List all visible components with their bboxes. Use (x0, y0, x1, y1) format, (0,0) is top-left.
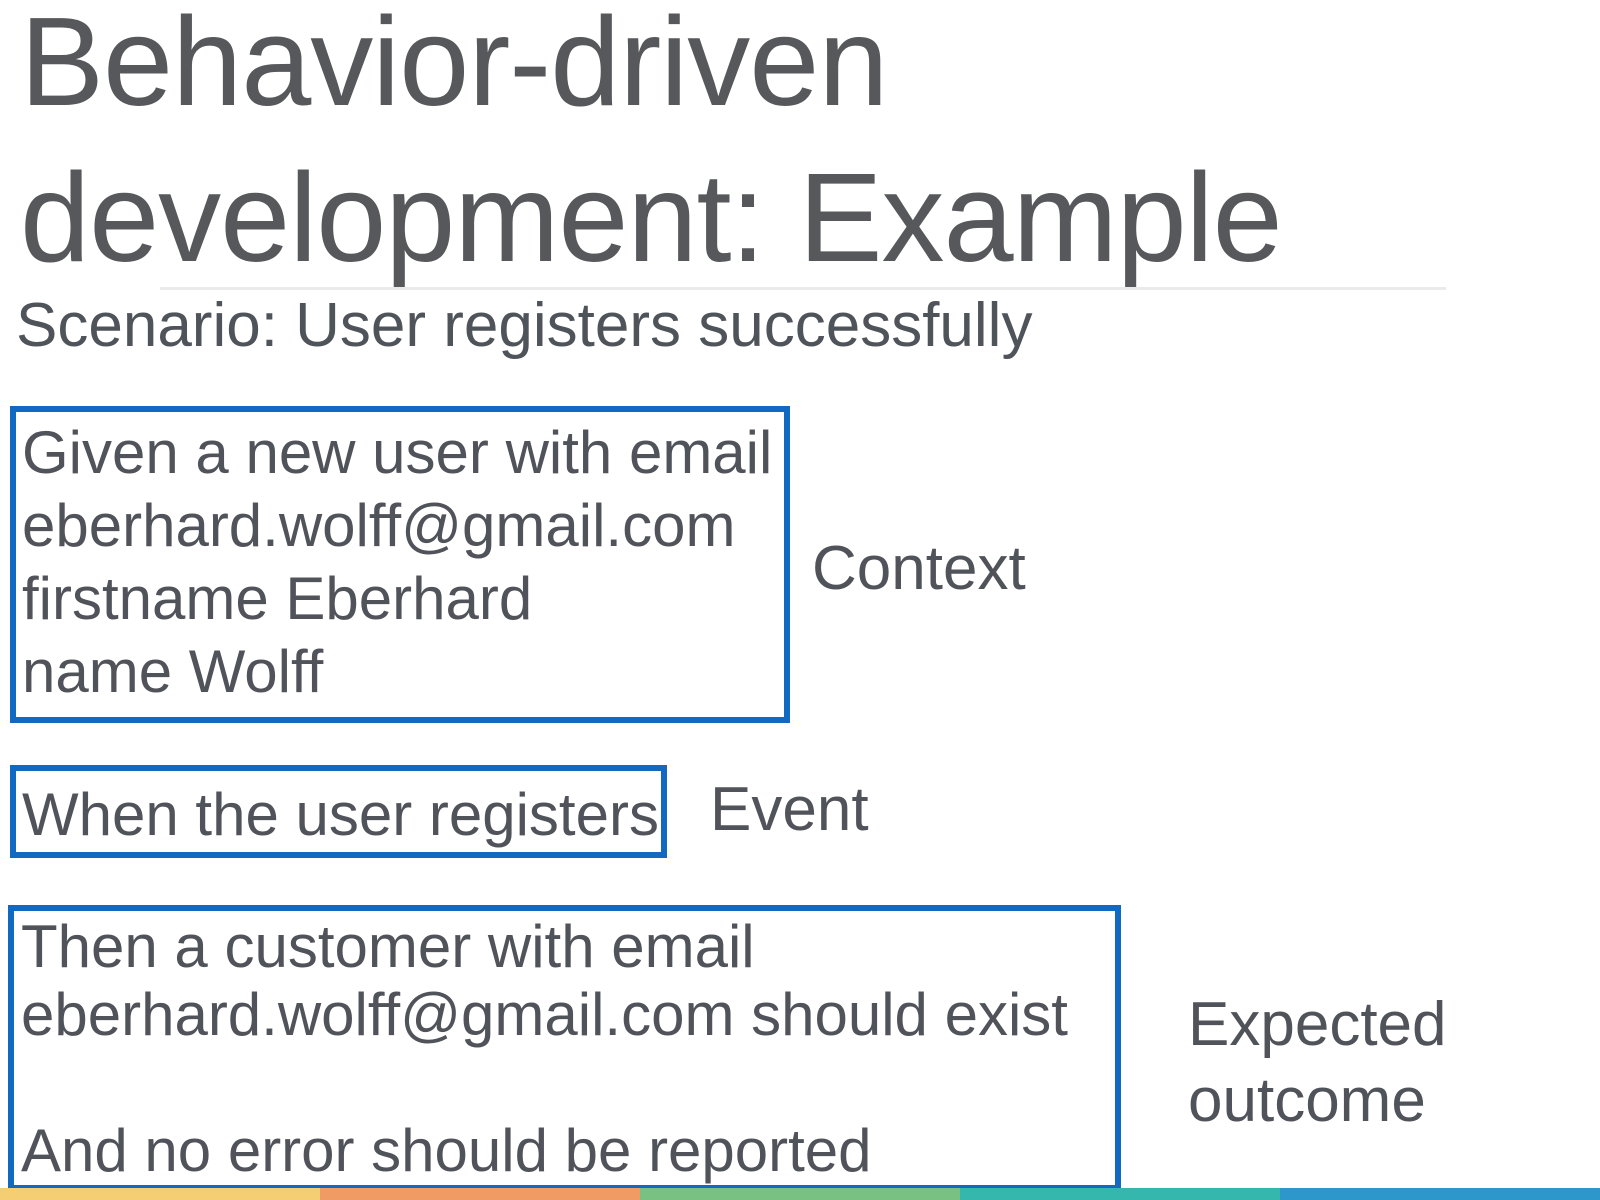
expected-outcome-label-line-1: Expected (1188, 990, 1447, 1059)
scenario-subtitle: Scenario: User registers successfully (16, 291, 1033, 360)
stripe-segment-teal (960, 1188, 1280, 1200)
context-box: Given a new user with email eberhard.wol… (10, 406, 790, 723)
slide-title: Behavior-driven development: Example (20, 0, 1283, 296)
stripe-segment-green (640, 1188, 960, 1200)
event-line: When the user registers (22, 781, 659, 848)
context-line: eberhard.wolff@gmail.com (22, 492, 736, 559)
outcome-line: And no error should be reported (21, 1117, 872, 1184)
footer-color-stripe (0, 1188, 1600, 1200)
expected-outcome-label: Expected outcome (1188, 987, 1447, 1139)
event-box: When the user registers (10, 765, 667, 858)
title-underline-rule (160, 287, 1446, 290)
stripe-segment-yellow (0, 1188, 320, 1200)
stripe-segment-orange (320, 1188, 640, 1200)
expected-outcome-label-line-2: outcome (1188, 1066, 1426, 1135)
slide-title-line-1: Behavior-driven (20, 0, 888, 132)
outcome-line: Then a customer with email (21, 913, 755, 980)
context-line: Given a new user with email (22, 419, 773, 486)
outcome-line-blank (21, 1049, 1105, 1117)
context-line: name Wolff (22, 638, 324, 705)
event-label: Event (710, 775, 869, 844)
outcome-line: eberhard.wolff@gmail.com should exist (21, 981, 1068, 1048)
slide-title-line-2: development: Example (20, 147, 1283, 288)
context-label: Context (812, 534, 1026, 603)
context-line: firstname Eberhard (22, 565, 533, 632)
stripe-segment-blue (1280, 1188, 1600, 1200)
expected-outcome-box: Then a customer with email eberhard.wolf… (8, 905, 1121, 1191)
